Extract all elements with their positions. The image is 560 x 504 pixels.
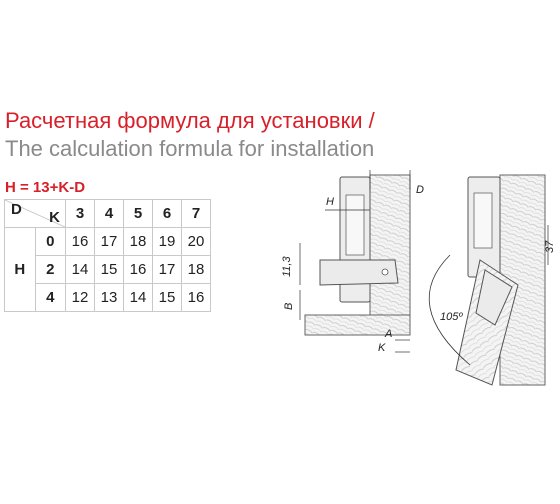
formula: H = 13+K-D [5, 179, 86, 196]
label-k: K [378, 342, 386, 354]
label-11-3: 11,3 [281, 256, 293, 277]
corner-k-label: K [49, 209, 60, 226]
h-value-cell: 16 [65, 227, 95, 256]
mounting-plate [345, 194, 365, 256]
d-value: 5 [123, 199, 153, 228]
label-angle: 105º [440, 311, 463, 323]
h-value-cell: 19 [152, 227, 182, 256]
d-value: 3 [65, 199, 95, 228]
table-header-row: D K 3 4 5 6 7 [4, 199, 211, 228]
row-header-h: H [4, 227, 36, 312]
h-value-cell: 15 [94, 255, 124, 284]
d-value: 6 [152, 199, 182, 228]
k-value: 2 [34, 255, 66, 284]
label-h: H [326, 196, 334, 208]
h-value-cell: 17 [152, 255, 182, 284]
h-value-cell: 16 [123, 255, 153, 284]
corner-cell: D K [4, 199, 66, 228]
k-value: 0 [34, 227, 66, 256]
h-value-cell: 18 [181, 255, 211, 284]
h-value-cell: 14 [65, 255, 95, 284]
h-value-cell: 12 [65, 283, 95, 312]
hinge-cup [319, 259, 399, 286]
h-value-cell: 17 [94, 227, 124, 256]
title-russian: Расчетная формула для установки / [5, 108, 375, 133]
h-value-cell: 15 [152, 283, 182, 312]
d-value: 7 [181, 199, 211, 228]
h-value-cell: 16 [181, 283, 211, 312]
opening-arc [428, 254, 471, 366]
door-panel [304, 314, 411, 336]
hinge-drawing: D H 11,3 B A K 105º 37 [280, 165, 560, 400]
h-value-cell: 18 [123, 227, 153, 256]
hinge-screw [381, 268, 389, 276]
label-37: 37 [544, 240, 556, 253]
label-d: D [416, 184, 424, 196]
label-a: A [384, 328, 392, 340]
corner-d-label: D [11, 201, 22, 218]
closed-hinge-view: D H 11,3 B A K [281, 170, 424, 354]
hinge-cup-open [475, 269, 513, 326]
open-hinge-view: 105º 37 [428, 174, 556, 386]
mounting-plate-open [473, 192, 493, 249]
h-value-cell: 13 [94, 283, 124, 312]
label-b: B [283, 303, 295, 310]
h-value-cell: 20 [181, 227, 211, 256]
title-english: The calculation formula for installation [5, 136, 375, 161]
d-value: 4 [94, 199, 124, 228]
cabinet-side-panel-open [499, 174, 546, 386]
corner-diagonal [5, 200, 65, 227]
h-value-cell: 14 [123, 283, 153, 312]
hinge-drawing-svg: D H 11,3 B A K 105º 37 [281, 170, 556, 386]
k-value: 4 [34, 283, 66, 312]
cabinet-side-panel [369, 174, 411, 331]
